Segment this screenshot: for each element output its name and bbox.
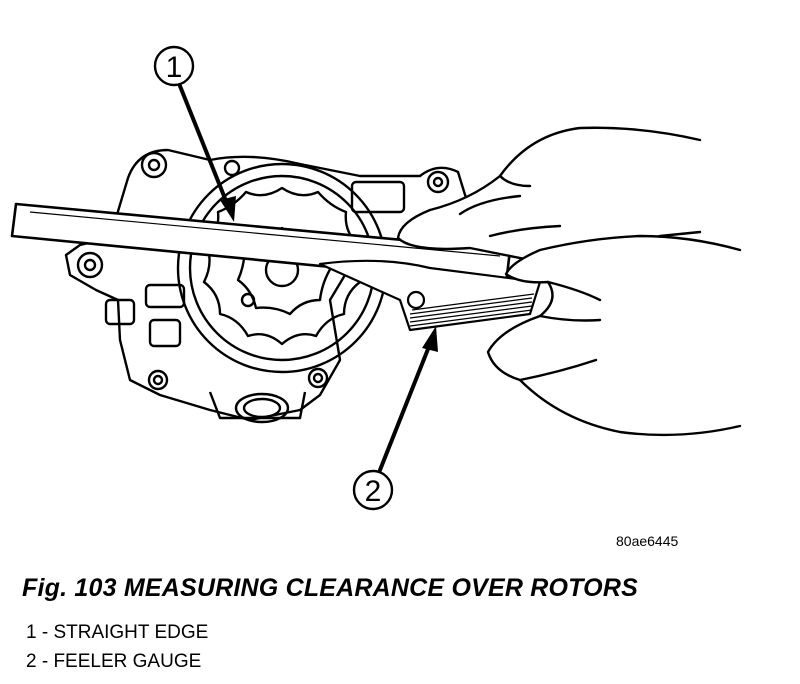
legend-item-feeler-gauge: 2 - FEELER GAUGE	[26, 651, 202, 672]
callout-1-number: 1	[166, 51, 183, 84]
callout-1: 1	[153, 45, 236, 222]
upper-hand	[396, 126, 702, 264]
figure-caption: Fig. 103 MEASURING CLEARANCE OVER ROTORS	[22, 574, 638, 602]
feeler-gauge	[318, 259, 542, 332]
image-code: 80ae6445	[616, 533, 679, 549]
legend-item-straight-edge: 1 - STRAIGHT EDGE	[26, 622, 209, 643]
lower-hand	[486, 234, 742, 437]
callout-2-number: 2	[365, 475, 382, 508]
pump-housing	[64, 148, 468, 424]
callout-2: 2	[352, 326, 438, 511]
